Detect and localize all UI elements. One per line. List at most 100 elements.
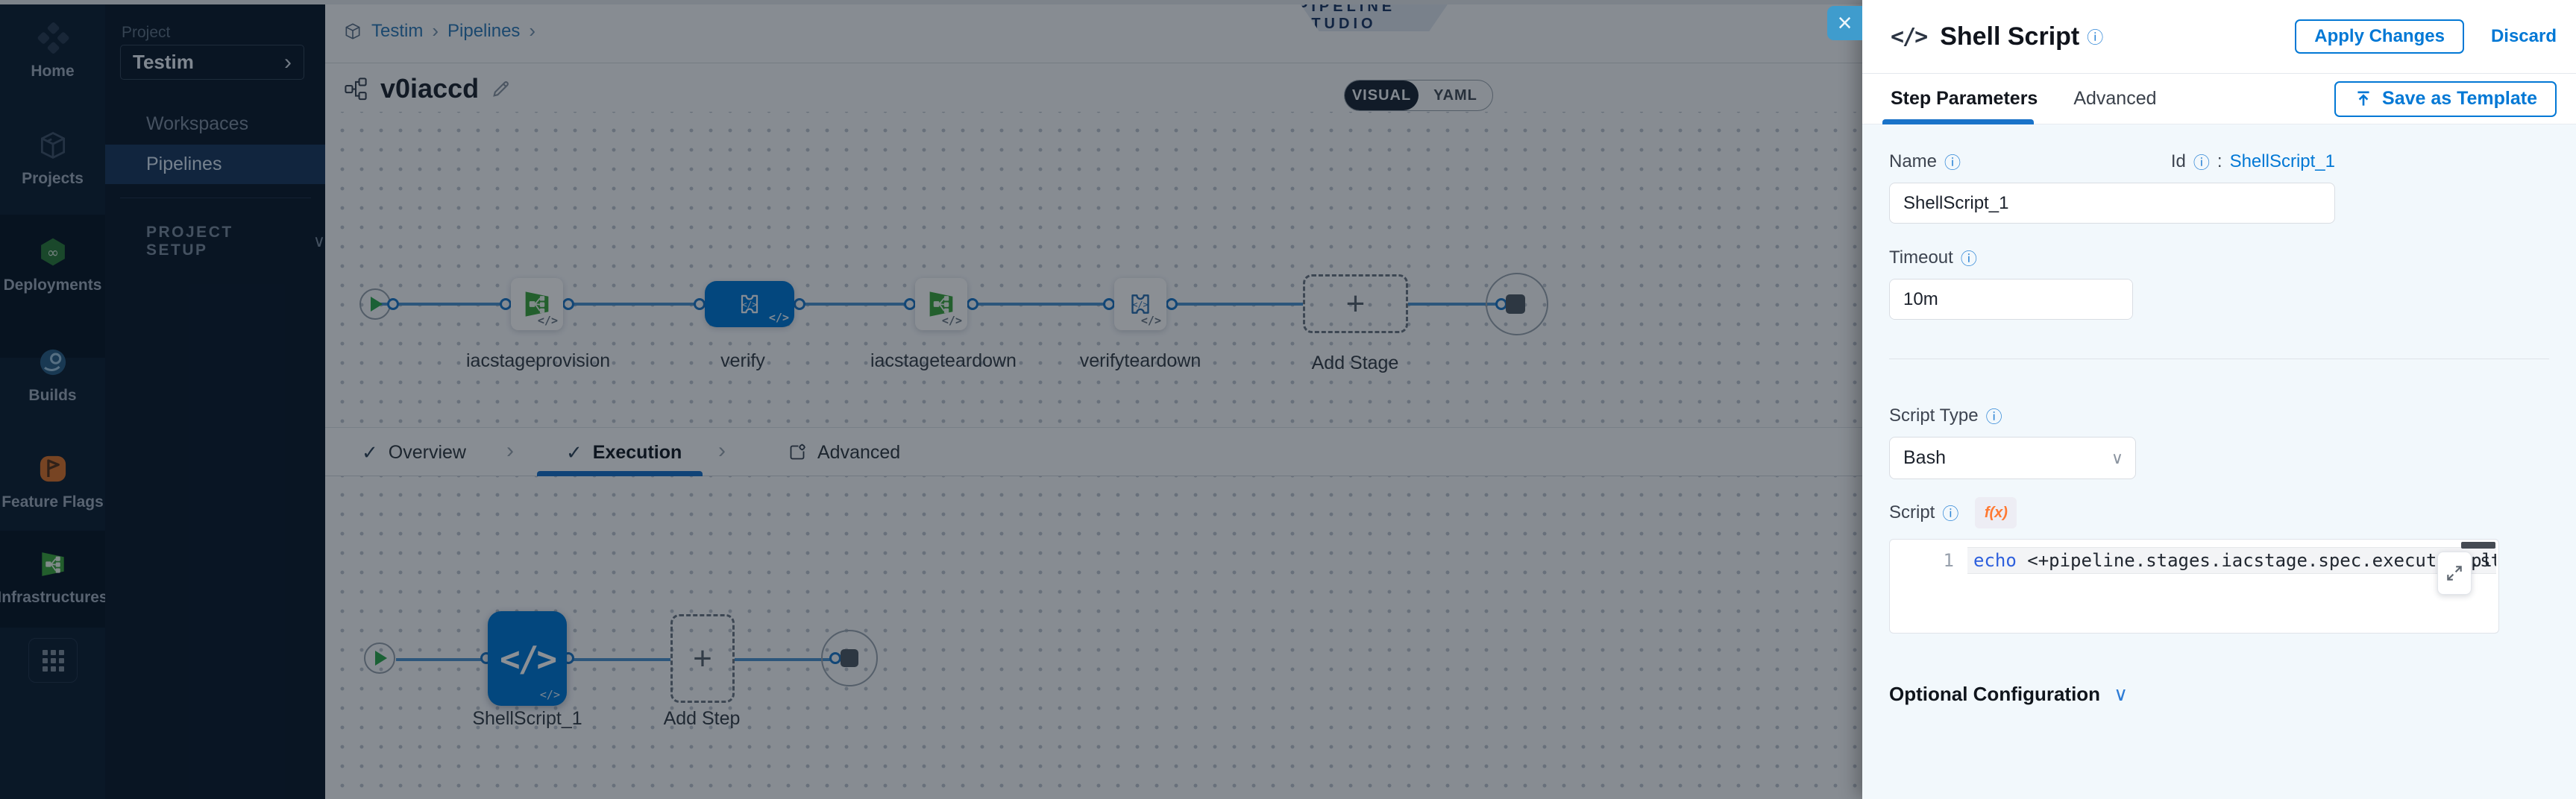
step-id-group: Id ⓘ : ShellScript_1 <box>2171 150 2335 174</box>
tab-overview[interactable]: ✓ Overview <box>362 428 466 477</box>
timeout-label-text: Timeout <box>1889 247 1953 268</box>
rail-item-deployments[interactable]: ∞ Deployments <box>0 235 105 294</box>
step-id-value[interactable]: ShellScript_1 <box>2229 151 2335 171</box>
breadcrumb-link-pipelines[interactable]: Pipelines <box>447 20 521 41</box>
graph-port <box>1166 298 1178 310</box>
stop-icon <box>1506 294 1525 314</box>
drawer-tabbar: Step Parameters Advanced Save as Templat… <box>1862 74 2576 124</box>
sidebar-item-workspaces[interactable]: Workspaces <box>105 104 325 144</box>
tab-label: Execution <box>592 441 682 463</box>
code-badge-icon: </> <box>539 688 560 701</box>
pipeline-name: v0iaccd <box>380 73 480 104</box>
code-text: <+pipeline.stages.iacstage.spec.executio… <box>2016 550 2496 571</box>
breadcrumb-link-testim[interactable]: Testim <box>371 20 424 41</box>
script-type-label-text: Script Type <box>1889 405 1979 426</box>
rail-item-infrastructures[interactable]: Infrastructures <box>0 547 108 607</box>
toggle-yaml[interactable]: YAML <box>1433 86 1477 104</box>
pipeline-end-node <box>1486 273 1548 335</box>
optional-configuration-toggle[interactable]: Optional Configuration ∨ <box>1889 683 2549 706</box>
fx-icon: f(x) <box>1984 504 2008 521</box>
active-tab-underline <box>537 471 703 476</box>
code-badge-icon: </> <box>768 311 789 324</box>
cube-icon <box>36 128 70 162</box>
drawer-backdrop[interactable] <box>0 0 1862 799</box>
project-setup-toggle[interactable]: PROJECT SETUP ∨ <box>146 224 325 259</box>
pipeline-title-row: v0iaccd <box>343 73 512 104</box>
graph-port <box>500 298 512 310</box>
script-type-field-label: Script Type ⓘ <box>1889 404 2549 428</box>
step-label: ShellScript_1 <box>472 708 582 729</box>
code-badge-icon: </> <box>537 314 558 327</box>
rail-item-feature-flags[interactable]: Feature Flags <box>0 452 105 511</box>
toggle-visual[interactable]: VISUAL <box>1345 80 1419 110</box>
graph-port <box>904 298 916 310</box>
step-config-drawer: × </> Shell Script ⓘ Apply Changes Disca… <box>1827 0 2576 799</box>
rail-item-home[interactable]: Home <box>0 21 105 80</box>
code-badge-icon: </> <box>1140 314 1161 327</box>
expression-fx-button[interactable]: f(x) <box>1975 497 2017 528</box>
step-node-shellscript-1[interactable]: </> </> <box>488 611 567 706</box>
chevron-down-icon: ∨ <box>312 232 325 250</box>
stage-label: verifyteardown <box>1079 350 1201 371</box>
sidebar-item-label: Workspaces <box>146 113 249 134</box>
graph-port <box>794 298 805 310</box>
project-selector-value: Testim <box>133 51 194 73</box>
active-tab-underline <box>1882 119 2034 124</box>
stage-node-iacstageteardown[interactable]: </> <box>915 278 967 330</box>
add-stage-label: Add Stage <box>1311 353 1399 373</box>
rail-item-projects[interactable]: Projects <box>0 128 105 188</box>
add-step-button[interactable]: + <box>670 614 735 703</box>
stage-node-verify[interactable]: </> </> <box>705 281 794 327</box>
rail-band <box>0 628 105 799</box>
rail-item-label: Infrastructures <box>0 589 108 606</box>
info-icon: ⓘ <box>1944 154 1961 172</box>
name-input[interactable] <box>1889 183 2335 224</box>
tab-label: Advanced <box>817 441 901 463</box>
graph-port <box>562 298 574 310</box>
execution-start-node <box>364 642 395 674</box>
rail-item-builds[interactable]: Builds <box>0 345 105 405</box>
breadcrumb: Testim › Pipelines › <box>343 19 535 42</box>
upload-icon <box>2357 90 2369 106</box>
script-type-select[interactable]: Bash ∨ <box>1889 437 2136 479</box>
save-as-template-button[interactable]: Save as Template <box>2334 80 2557 117</box>
stage-node-iacstageprovision[interactable]: </> <box>511 278 563 330</box>
apps-grid-button[interactable] <box>28 638 78 683</box>
tab-execution[interactable]: ✓ Execution <box>566 428 682 477</box>
sidebar-item-pipelines[interactable]: Pipelines <box>105 145 325 184</box>
plus-icon: + <box>1345 285 1366 322</box>
add-stage-button[interactable]: + <box>1303 274 1408 333</box>
editor-horizontal-scrollbar[interactable] <box>2461 542 2495 549</box>
graph-connector <box>794 303 915 306</box>
iacm-stage-icon <box>525 291 549 317</box>
edit-pencil-icon[interactable] <box>491 78 512 99</box>
expand-editor-button[interactable] <box>2437 552 2472 595</box>
graph-connector <box>396 658 486 661</box>
close-drawer-button[interactable]: × <box>1827 6 1862 40</box>
check-icon: ✓ <box>566 440 582 464</box>
stage-node-verifyteardown[interactable]: </> </> <box>1114 278 1166 330</box>
graph-port <box>967 298 978 310</box>
breadcrumb-separator: › <box>432 19 439 42</box>
info-icon: ⓘ <box>2087 28 2104 47</box>
project-selector[interactable]: Testim › <box>120 45 304 80</box>
svg-text:∞: ∞ <box>46 244 58 261</box>
discard-button[interactable]: Discard <box>2490 26 2557 46</box>
graph-connector <box>568 658 670 661</box>
tab-advanced[interactable]: Advanced <box>788 428 900 477</box>
shell-script-icon: </> <box>1891 23 1928 50</box>
pipeline-graph-icon <box>345 78 367 101</box>
play-icon <box>371 297 383 312</box>
tab-step-parameters[interactable]: Step Parameters <box>1891 88 2038 109</box>
tab-advanced[interactable]: Advanced <box>2073 88 2157 109</box>
chevron-right-icon: › <box>506 438 514 463</box>
close-icon: × <box>1837 8 1853 37</box>
apply-changes-button[interactable]: Apply Changes <box>2295 19 2464 54</box>
project-sidebar: Project Testim › Workspaces Pipelines PR… <box>105 0 325 799</box>
timeout-input[interactable] <box>1890 280 2132 319</box>
rail-band <box>0 358 105 531</box>
play-icon <box>375 651 387 666</box>
cube-icon <box>345 22 360 40</box>
custom-stage-icon: </> <box>741 294 758 314</box>
script-code-editor[interactable]: 1 echo <+pipeline.stages.iacstage.spec.e… <box>1889 539 2499 634</box>
